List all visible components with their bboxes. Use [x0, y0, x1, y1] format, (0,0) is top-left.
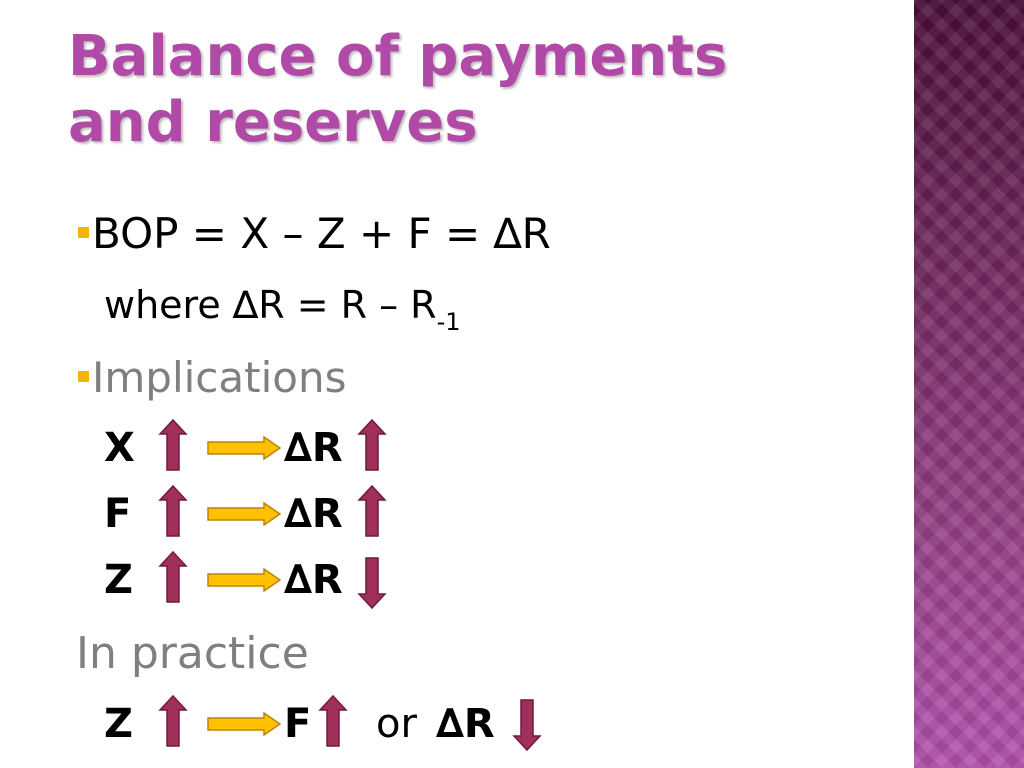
bullet-square-icon: [78, 227, 89, 238]
up-arrow-icon: [158, 484, 188, 537]
equation-text: BOP = X – Z + F = ∆R: [92, 209, 551, 258]
practice-variable: Z: [104, 701, 134, 747]
implication-row: X ∆R: [0, 418, 912, 478]
where-subscript: -1: [436, 308, 461, 336]
up-arrow-icon: [158, 550, 188, 603]
practice-heading: In practice: [76, 628, 309, 679]
row-result: ∆R: [284, 425, 343, 471]
title-line-1: Balance of payments: [68, 24, 728, 89]
implies-arrow-icon: [207, 502, 282, 526]
where-definition: where ∆R = R – R-1: [104, 280, 461, 347]
implication-row: F ∆R: [0, 484, 912, 544]
practice-conjunction: or: [376, 701, 417, 747]
practice-result-r: ∆R: [436, 701, 495, 747]
practice-row: Z F or ∆R: [0, 694, 912, 754]
implies-arrow-icon: [207, 712, 282, 736]
implications-heading-text: Implications: [92, 353, 347, 402]
bop-equation: BOP = X – Z + F = ∆R: [78, 206, 551, 262]
side-decoration-panel: [912, 0, 1024, 768]
up-arrow-icon: [318, 694, 348, 747]
implies-arrow-icon: [207, 436, 282, 460]
up-arrow-icon: [158, 418, 188, 471]
practice-result-f: F: [284, 701, 312, 747]
where-text: where ∆R = R – R: [104, 283, 437, 327]
row-variable: F: [104, 491, 132, 537]
bullet-square-icon: [78, 371, 89, 382]
down-arrow-icon: [512, 699, 542, 752]
up-arrow-icon: [158, 694, 188, 747]
down-arrow-icon: [357, 557, 387, 610]
row-variable: X: [104, 425, 135, 471]
up-arrow-icon: [357, 484, 387, 537]
row-result: ∆R: [284, 491, 343, 537]
implies-arrow-icon: [207, 568, 282, 592]
up-arrow-icon: [357, 418, 387, 471]
row-variable: Z: [104, 557, 134, 603]
implications-heading: Implications: [78, 350, 346, 406]
implication-row: Z ∆R: [0, 550, 912, 610]
slide-title: Balance of payments and reserves: [68, 24, 727, 156]
row-result: ∆R: [284, 557, 343, 603]
title-line-2: and reserves: [68, 90, 478, 155]
